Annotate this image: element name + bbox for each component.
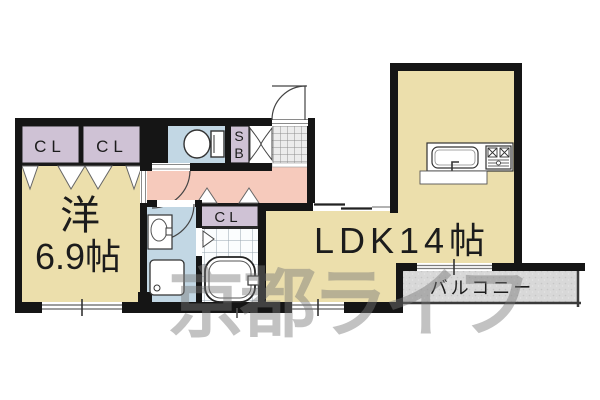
ldk-sliding-door [313,203,390,211]
bedroom-window [42,299,122,316]
kitchen-counter [426,142,514,172]
shoebox-doors [249,126,273,162]
ldk-label: LDK14帖 [314,220,490,261]
watermark: 京都ライフ [168,262,528,347]
closet-left-1 [21,125,80,164]
entrance-door [271,85,308,126]
hall-closet-folding-doors [196,187,260,204]
hallway-floor [147,166,307,203]
washbasin [147,214,173,250]
closet-divider [79,126,83,163]
shoebox-label-b: B [234,145,243,161]
toilet-fixture [183,129,225,159]
bedroom-size-label: 6.9帖 [35,236,121,277]
closet-left-2 [82,125,141,164]
balcony-floor [403,271,578,303]
bedroom-doorway [140,171,147,203]
closet-hall-bottom-line [202,226,258,229]
closet-folding-doors [21,165,143,191]
kitchen-sink [431,146,479,169]
bedroom-floor [22,166,140,302]
balcony-label: バルコニー [430,278,535,298]
closet-left-1-label: CL [34,137,66,156]
entrance-step [271,162,309,168]
bath-faucet [247,275,260,286]
kitchen-stove [485,145,512,170]
bedroom-name-label: 洋 [60,194,100,238]
ldk-south-window [292,299,344,316]
walls [15,63,585,313]
shoebox-label-s: S [234,128,243,144]
washer-pan [149,259,185,296]
closet-hall-front-line [196,203,258,206]
kitchen-counter-front [419,170,488,185]
balcony-window [417,259,492,275]
ldk-floor-west [266,211,398,302]
entrance-tile [272,126,308,163]
bathroom-folding-door [196,228,215,256]
kitchen-faucet [451,161,459,172]
closet-front-line [22,163,140,166]
closet-hall-label: CL [214,209,241,226]
balcony-edge [403,266,581,307]
toilet-door [151,163,191,209]
bathtub [204,256,260,303]
closet-left-2-label: CL [96,137,128,156]
